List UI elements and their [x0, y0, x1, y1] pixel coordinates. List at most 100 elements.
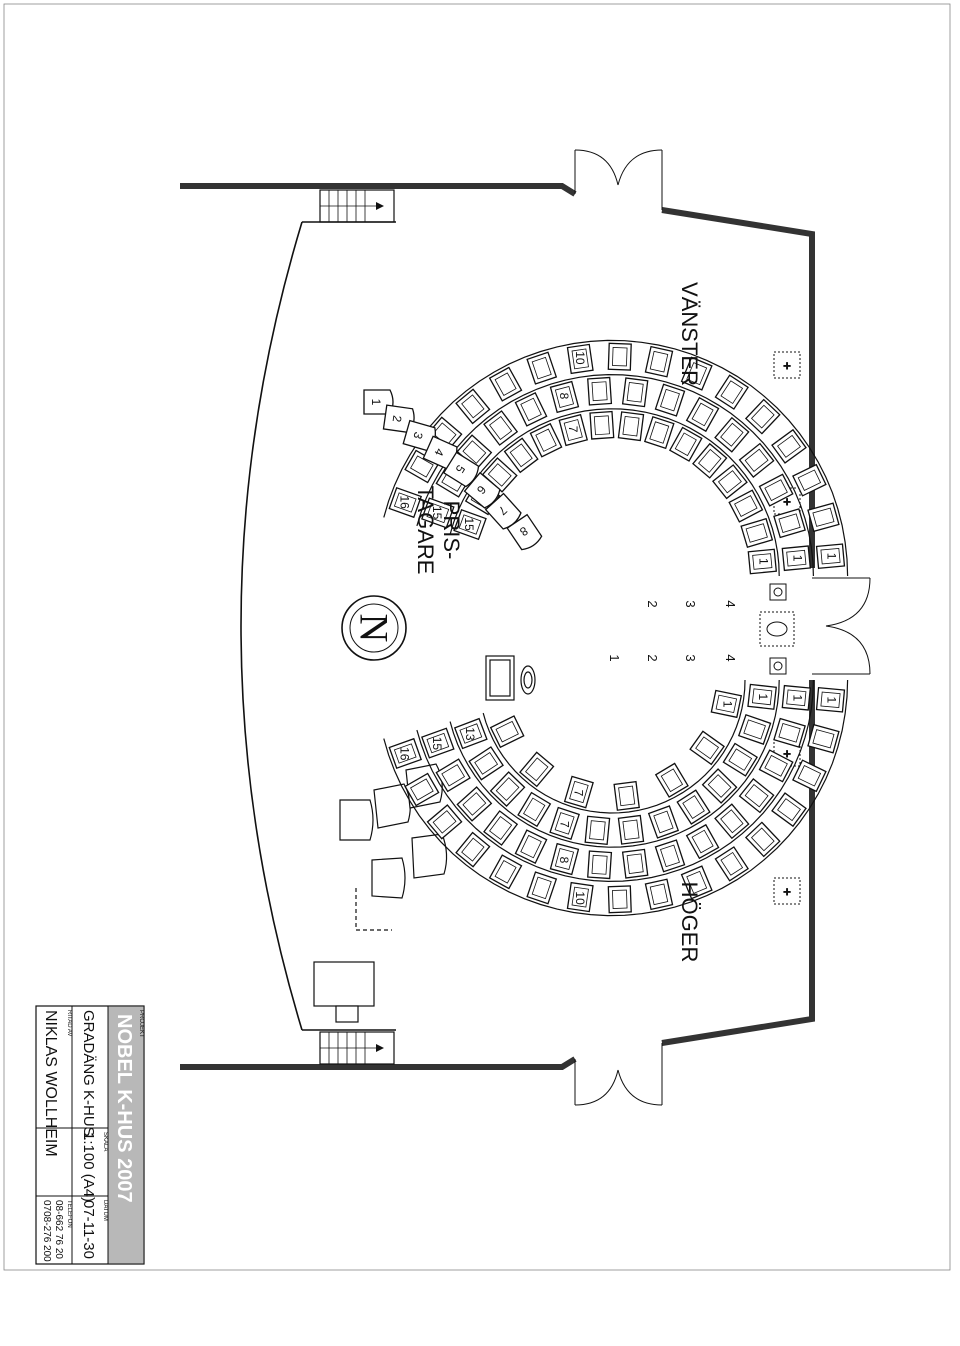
seat[interactable] [558, 413, 589, 447]
seat[interactable] [404, 772, 440, 807]
seat[interactable] [421, 727, 455, 759]
seat[interactable] [549, 380, 580, 414]
seat[interactable] [483, 810, 519, 846]
laureate-seat[interactable]: 6 [463, 471, 503, 510]
seat-number: 13 [463, 727, 477, 741]
seat[interactable] [710, 689, 743, 719]
seat[interactable] [740, 517, 774, 549]
seat[interactable] [549, 842, 580, 876]
seat[interactable] [549, 806, 580, 840]
seat[interactable] [456, 786, 493, 822]
seat[interactable] [685, 396, 720, 433]
seat[interactable] [514, 392, 548, 427]
seat[interactable] [771, 428, 807, 464]
seat[interactable] [747, 548, 778, 575]
seat[interactable] [621, 377, 649, 408]
seat[interactable] [587, 376, 613, 406]
seat[interactable] [584, 815, 611, 846]
seat[interactable] [781, 545, 812, 572]
seat[interactable] [654, 762, 689, 798]
seat[interactable] [714, 374, 749, 410]
seat[interactable] [519, 751, 555, 788]
seat[interactable] [483, 410, 519, 446]
seat[interactable] [737, 713, 772, 745]
seat[interactable] [421, 497, 455, 529]
seat[interactable] [722, 742, 758, 777]
seat[interactable] [807, 502, 840, 533]
seat[interactable] [654, 839, 686, 873]
seat[interactable] [714, 416, 750, 453]
seat[interactable] [468, 746, 504, 781]
seat[interactable] [613, 780, 640, 811]
seat[interactable] [589, 410, 615, 440]
laureate-seat-number: 3 [410, 430, 425, 441]
seat[interactable] [773, 717, 806, 748]
seat[interactable] [526, 351, 558, 385]
seat[interactable] [643, 415, 675, 450]
laureate-seat[interactable]: 8 [506, 513, 543, 552]
seat[interactable] [644, 878, 674, 911]
seat[interactable] [455, 831, 491, 868]
top-wall [180, 183, 815, 568]
seat[interactable] [676, 789, 711, 825]
seat[interactable] [685, 823, 720, 860]
seat[interactable] [488, 366, 523, 402]
seat[interactable] [453, 508, 487, 541]
seat[interactable] [435, 758, 471, 793]
seat[interactable] [489, 715, 525, 749]
seat[interactable] [668, 426, 703, 462]
seat[interactable] [701, 768, 738, 804]
seat[interactable] [617, 814, 645, 845]
seat[interactable] [647, 805, 680, 839]
seat[interactable] [680, 865, 713, 900]
seat[interactable] [426, 804, 463, 840]
seat[interactable] [456, 434, 493, 470]
seat[interactable] [815, 686, 846, 713]
seat[interactable] [563, 775, 594, 809]
seat[interactable] [771, 792, 807, 828]
seat[interactable] [807, 723, 840, 754]
seat[interactable] [738, 442, 775, 478]
seat[interactable] [792, 463, 827, 497]
seat[interactable] [617, 411, 645, 442]
seat[interactable] [773, 508, 806, 539]
seat[interactable] [607, 342, 632, 371]
seat[interactable] [738, 778, 775, 814]
seat[interactable] [644, 345, 674, 378]
seat[interactable] [503, 437, 539, 474]
seat[interactable] [388, 737, 423, 770]
seat[interactable] [714, 803, 750, 840]
seat[interactable] [747, 683, 777, 710]
tb-date: 07-11-30 [80, 1200, 97, 1259]
seat[interactable] [388, 486, 423, 519]
seat[interactable] [711, 464, 748, 500]
seat[interactable] [514, 829, 548, 864]
seat[interactable] [453, 717, 488, 750]
seat[interactable] [728, 489, 764, 523]
seat[interactable] [744, 821, 781, 858]
seat[interactable] [692, 442, 728, 479]
seat[interactable] [758, 473, 794, 507]
seat[interactable] [489, 771, 526, 807]
seat[interactable] [526, 871, 558, 905]
seat[interactable] [714, 846, 749, 882]
seat[interactable] [607, 885, 632, 914]
seat[interactable] [781, 684, 812, 711]
seat[interactable] [455, 388, 491, 425]
seat[interactable] [517, 791, 552, 828]
seat[interactable] [680, 356, 713, 391]
seat[interactable] [529, 422, 563, 458]
seat[interactable] [566, 881, 594, 913]
laureate-seat[interactable]: 5 [442, 451, 481, 488]
stairs-bottom [319, 1031, 395, 1065]
seat[interactable] [792, 759, 827, 793]
seat[interactable] [488, 854, 523, 890]
seat[interactable] [587, 850, 613, 880]
seat[interactable] [566, 343, 594, 375]
seat[interactable] [689, 730, 725, 766]
seat[interactable] [621, 848, 649, 879]
seat[interactable] [654, 383, 686, 417]
seat[interactable] [744, 398, 781, 435]
seat[interactable] [815, 543, 846, 570]
seat[interactable] [758, 749, 794, 783]
